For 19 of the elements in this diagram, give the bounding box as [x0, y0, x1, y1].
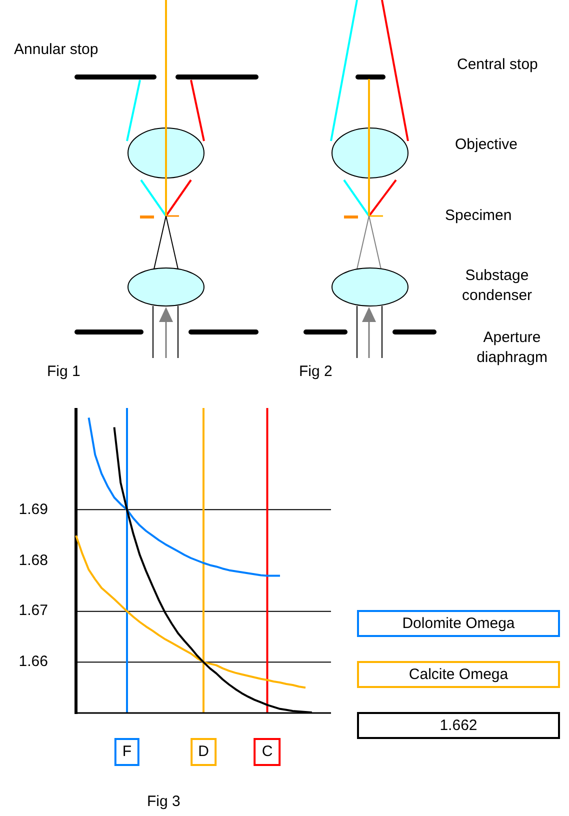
- axis-tick-label: 1.66: [18, 653, 48, 672]
- figure-label: Fig 2: [299, 363, 332, 381]
- figure-label: Fig 3: [147, 793, 180, 811]
- figure-label: Fig 1: [47, 363, 80, 381]
- axis-tick-label: F: [114, 738, 140, 766]
- axis-tick-label: 1.67: [18, 602, 48, 620]
- axis-tick-label: 1.68: [18, 552, 48, 570]
- axis-tick-label: C: [254, 738, 281, 766]
- part-label: Central stop: [457, 56, 538, 74]
- part-label: Objective: [455, 136, 518, 154]
- part-label: Annular stop: [14, 41, 98, 59]
- legend-item: Dolomite Omega: [357, 610, 560, 637]
- part-label: Aperture diaphragm: [476, 328, 548, 368]
- legend-item: Calcite Omega: [357, 661, 560, 688]
- part-label: Substage condenser: [462, 266, 532, 306]
- axis-tick-label: D: [190, 738, 217, 766]
- legend-item: 1.662: [357, 712, 560, 739]
- axis-tick-label: 1.69: [18, 500, 48, 519]
- part-label: Specimen: [445, 207, 512, 225]
